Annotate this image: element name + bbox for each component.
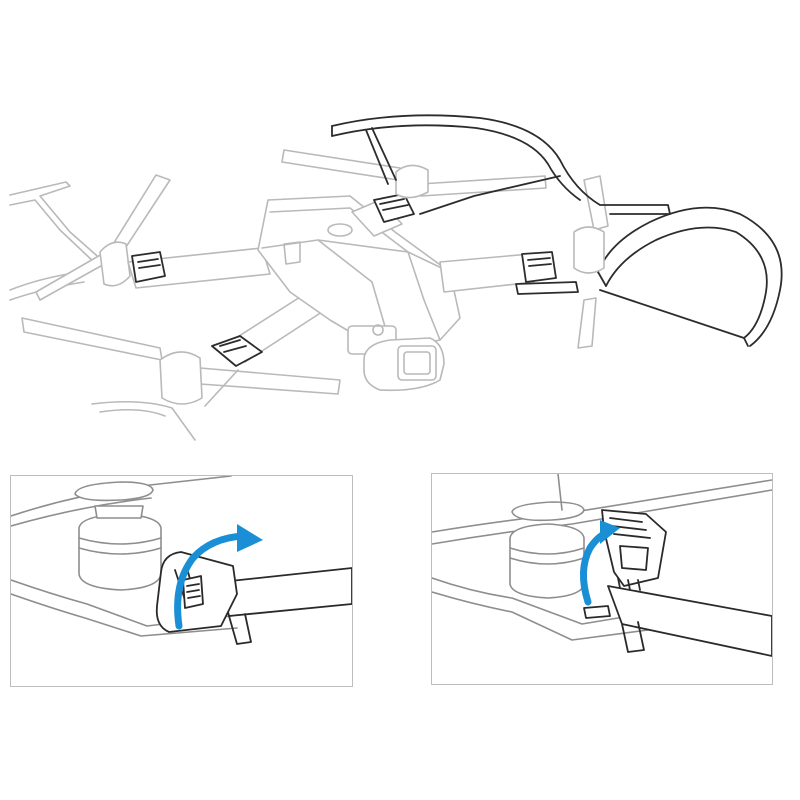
arm (607, 585, 772, 657)
guard-attach-step-2 (432, 474, 772, 657)
drone-body (257, 195, 461, 392)
curved-arrow-icon (580, 520, 620, 606)
detail-panel-left (10, 475, 353, 687)
arm-base (432, 577, 649, 641)
rear-left-arm (127, 247, 271, 289)
front-right-propeller (573, 175, 609, 349)
front-left-arm (211, 291, 326, 367)
rear-right-propeller (281, 149, 547, 199)
guard-attach-step-1 (11, 476, 352, 645)
front-left-propeller (21, 317, 341, 441)
detail-panel-right (431, 473, 773, 685)
rear-left-propeller-guard (9, 181, 105, 301)
rear-left-propeller (35, 174, 171, 301)
drone-illustration (9, 114, 783, 441)
rear-right-arm (351, 193, 415, 237)
motor (78, 505, 162, 591)
curved-arrow-icon (174, 524, 263, 630)
front-right-propeller-guard (597, 206, 783, 347)
propeller-blade (11, 476, 232, 527)
arm-base (11, 579, 238, 637)
propeller-blade (432, 479, 772, 545)
front-right-arm (439, 251, 579, 295)
arm (220, 567, 352, 645)
propeller-guard-clip (155, 551, 238, 633)
rear-right-propeller-guard (331, 114, 671, 215)
motor (509, 474, 585, 599)
